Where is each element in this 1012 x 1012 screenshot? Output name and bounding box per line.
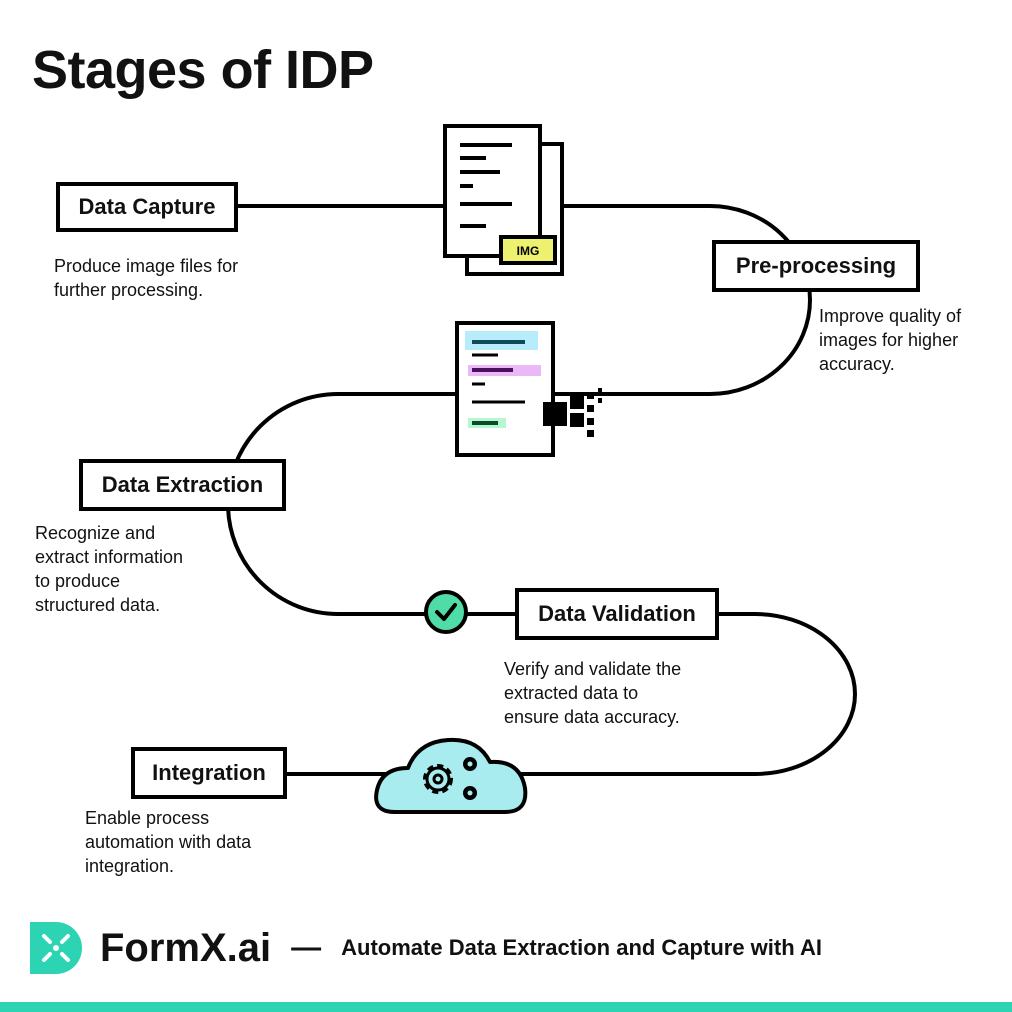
stage-data-validation: Data Validation xyxy=(515,588,719,640)
extraction-document-icon xyxy=(455,321,602,457)
stage-label: Data Capture xyxy=(78,194,216,219)
stage-description-pre-processing: Improve quality of images for higher acc… xyxy=(819,306,962,374)
document-stack-icon: IMG xyxy=(443,124,564,276)
stage-label: Pre-processing xyxy=(735,253,897,278)
gear-icon xyxy=(463,786,477,800)
stage-description-integration: Enable process automation with data inte… xyxy=(85,808,252,876)
page-title: Stages of IDP xyxy=(32,40,374,100)
gear-icon xyxy=(463,757,477,771)
img-badge-label: IMG xyxy=(517,244,540,258)
stage-data-capture: Data Capture xyxy=(56,182,238,232)
formx-logo-icon xyxy=(30,922,82,974)
stage-description-data-extraction: Recognize and extract information to pro… xyxy=(35,523,184,615)
tagline: Automate Data Extraction and Capture wit… xyxy=(341,935,822,960)
bottom-accent-bar xyxy=(0,1002,1012,1012)
check-circle-icon xyxy=(424,590,468,634)
footer: FormX.ai — Automate Data Extraction and … xyxy=(30,922,822,974)
gear-icon xyxy=(423,764,453,794)
stage-description-data-validation: Verify and validate the extracted data t… xyxy=(504,659,682,727)
stage-description-data-capture: Produce image files for further processi… xyxy=(54,256,239,300)
footer-dash: — xyxy=(291,931,322,964)
stage-integration: Integration xyxy=(131,747,287,799)
stage-label: Data Validation xyxy=(538,601,696,626)
stage-data-extraction: Data Extraction xyxy=(79,459,286,511)
stage-label: Data Extraction xyxy=(101,472,264,497)
img-badge xyxy=(499,235,557,265)
stage-label: Integration xyxy=(152,760,266,785)
brand-name: FormX.ai xyxy=(100,925,272,970)
stage-pre-processing: Pre-processing xyxy=(712,240,920,292)
cloud-gears-icon xyxy=(374,737,528,814)
